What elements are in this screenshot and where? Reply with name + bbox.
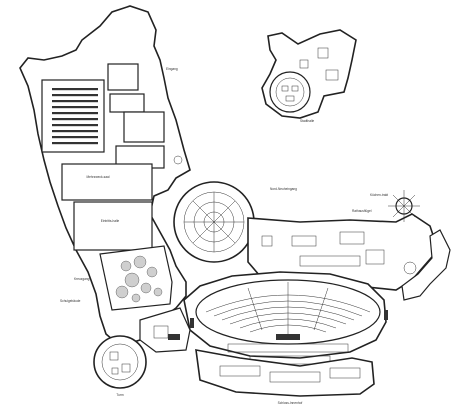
northeast-tower-building <box>261 29 357 119</box>
lecture-bench-rows <box>52 88 98 145</box>
label-right-wing2: Rathausflügel <box>352 209 372 213</box>
label-hall-lower: Eintritts-halle <box>101 219 120 223</box>
south-block <box>195 349 375 397</box>
oval-auditorium <box>183 271 388 365</box>
label-bottom: Stadthalle <box>300 119 314 123</box>
southwest-round-tower <box>93 335 147 389</box>
southwest-connector <box>139 307 191 353</box>
label-door: Eingang <box>166 67 178 71</box>
west-wing-building <box>19 5 191 347</box>
label-ne: Küchen-trakt <box>370 193 388 197</box>
east-wing-building <box>247 190 451 301</box>
auditorium-seat-rows <box>205 282 371 334</box>
label-south: Schloss-Innenhof <box>278 401 303 405</box>
furniture-cluster <box>115 255 163 303</box>
label-right-wing: Nord-Neuheingang <box>270 187 297 191</box>
central-round-tower <box>173 181 255 263</box>
label-hall-upper: Mehrzweck-saal <box>86 175 109 179</box>
label-left-court: Schulgebäude <box>60 299 81 303</box>
label-tower: Turm <box>116 393 124 397</box>
label-corner: Kreuzgang <box>74 277 90 281</box>
